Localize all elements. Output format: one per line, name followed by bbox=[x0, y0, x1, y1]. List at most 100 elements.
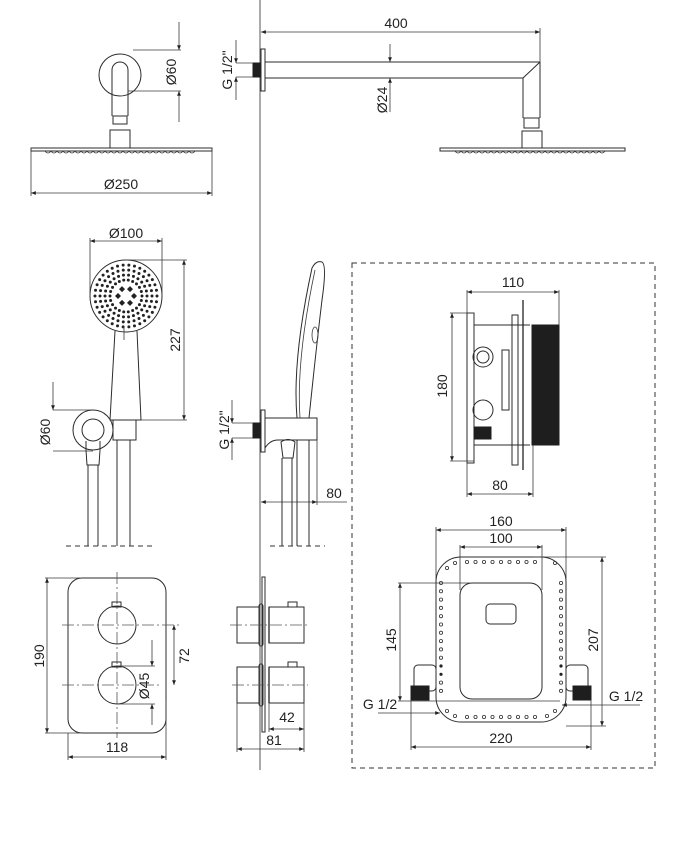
dim-inlet-spacing: 220 bbox=[489, 730, 513, 746]
nozzle bbox=[136, 311, 140, 315]
nozzle bbox=[103, 294, 107, 298]
nozzle bbox=[101, 315, 105, 319]
mounting-hole bbox=[553, 709, 558, 714]
mounting-hole bbox=[438, 680, 443, 685]
nozzle bbox=[121, 263, 125, 267]
mounting-hole bbox=[452, 714, 457, 719]
nozzle bbox=[100, 305, 104, 309]
nozzle bbox=[149, 289, 153, 293]
center-nozzle bbox=[119, 286, 125, 293]
nozzles-front bbox=[44, 150, 196, 154]
nozzle bbox=[141, 313, 145, 317]
nozzle bbox=[103, 279, 107, 283]
nozzle bbox=[121, 273, 125, 277]
nozzle bbox=[114, 306, 118, 310]
hand-shower-side bbox=[295, 261, 325, 419]
nozzle bbox=[127, 325, 131, 329]
nozzle bbox=[155, 294, 159, 298]
nozzle bbox=[139, 299, 143, 303]
mounting-hole bbox=[559, 630, 564, 635]
nozzle bbox=[116, 324, 120, 328]
dim-front-inner-width: 100 bbox=[489, 530, 513, 546]
mounting-hole bbox=[516, 560, 521, 565]
mounting-hole bbox=[438, 630, 443, 635]
overhead-head-front bbox=[30, 147, 213, 152]
nozzle bbox=[137, 271, 141, 275]
mounting-hole bbox=[559, 680, 564, 685]
mounting-holes bbox=[438, 560, 564, 720]
nozzle bbox=[121, 320, 125, 324]
nozzle bbox=[149, 299, 153, 303]
nozzle bbox=[126, 310, 130, 314]
dim-total-depth: 81 bbox=[266, 732, 282, 748]
nozzle bbox=[137, 303, 141, 307]
mounting-hole bbox=[438, 622, 443, 627]
arm-joint bbox=[109, 129, 131, 149]
nozzle bbox=[153, 305, 157, 309]
nozzle bbox=[127, 273, 131, 277]
nozzle bbox=[111, 317, 115, 321]
mounting-hole bbox=[481, 560, 486, 565]
mounting-hole bbox=[439, 672, 443, 676]
mounting-hole bbox=[481, 715, 486, 720]
side-flange bbox=[260, 48, 266, 92]
nozzle bbox=[140, 280, 144, 284]
nozzle bbox=[111, 303, 115, 307]
nozzle bbox=[145, 309, 149, 313]
insulation-block bbox=[531, 324, 560, 446]
concealed-body-front-view: 160 100 207 145 220 G 1/2 G 1/2 bbox=[363, 513, 643, 750]
nozzle bbox=[140, 308, 144, 312]
nozzle bbox=[136, 277, 140, 281]
nozzle bbox=[94, 300, 98, 304]
nozzle bbox=[100, 283, 104, 287]
nozzle bbox=[127, 320, 131, 324]
nozzle bbox=[121, 315, 125, 319]
concealed-body-frame bbox=[351, 262, 656, 769]
center-nozzle bbox=[131, 293, 137, 299]
nozzle bbox=[131, 279, 135, 283]
dim-panel-width: 118 bbox=[106, 739, 129, 755]
mounting-hole bbox=[444, 566, 449, 571]
nozzle bbox=[126, 278, 130, 282]
mounting-hole bbox=[438, 688, 443, 693]
dim-knob-spacing: 72 bbox=[176, 648, 192, 664]
nozzle bbox=[127, 315, 131, 319]
dim-body-side-depth: 80 bbox=[492, 477, 508, 493]
mounting-hole bbox=[438, 605, 443, 610]
thread-stub bbox=[252, 62, 261, 78]
nozzle bbox=[111, 285, 115, 289]
overhead-head-side bbox=[439, 147, 626, 152]
dim-arm-length: 400 bbox=[384, 15, 408, 31]
nozzle bbox=[148, 283, 152, 287]
nozzle bbox=[107, 275, 111, 279]
nozzle bbox=[122, 278, 126, 282]
dim-knob-diameter: Ø45 bbox=[136, 673, 152, 700]
dim-panel-height: 190 bbox=[31, 644, 47, 668]
dim-overhead-thread: G 1/2" bbox=[219, 50, 235, 89]
mounting-hole bbox=[545, 714, 550, 719]
nozzle bbox=[143, 269, 147, 273]
dim-knob-depth: 42 bbox=[279, 709, 295, 725]
nozzle bbox=[110, 266, 114, 270]
nozzle bbox=[154, 300, 158, 304]
shower-arm-front bbox=[111, 61, 129, 116]
nozzle bbox=[98, 310, 102, 314]
nozzle bbox=[144, 289, 148, 293]
mounting-hole bbox=[490, 715, 495, 720]
mounting-frame bbox=[435, 556, 567, 723]
nozzle bbox=[131, 314, 135, 318]
knob-top bbox=[97, 605, 137, 645]
mounting-hole bbox=[524, 560, 529, 565]
nozzle bbox=[131, 309, 135, 313]
mounting-hole bbox=[438, 614, 443, 619]
dim-front-outer-width: 160 bbox=[489, 513, 513, 529]
mounting-hole bbox=[498, 715, 503, 720]
dim-holder-diameter: Ø60 bbox=[37, 419, 53, 446]
mounting-hole bbox=[559, 589, 564, 594]
thermostat-side-view: 42 81 bbox=[230, 576, 308, 752]
mounting-hole bbox=[438, 639, 443, 644]
nozzle bbox=[103, 309, 107, 313]
mounting-hole bbox=[438, 589, 443, 594]
nozzle bbox=[107, 313, 111, 317]
